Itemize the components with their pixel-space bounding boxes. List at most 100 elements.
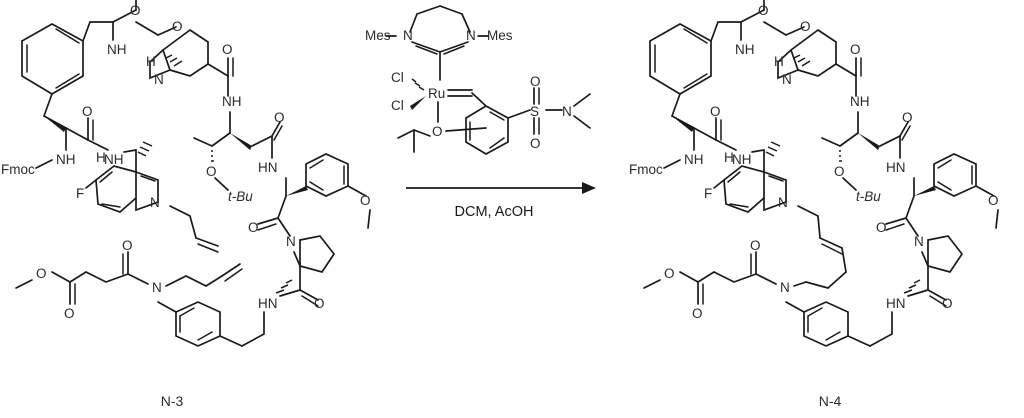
atom-label-nh-amide1-product: NH <box>735 42 755 57</box>
proline-product: N O HN <box>886 234 964 311</box>
bond-cb-me-thr-product <box>821 137 841 147</box>
atom-label-fmoc-reactant: Fmoc <box>1 162 35 177</box>
tyrosine-product: O O <box>876 153 999 237</box>
atom-label-mes-left-catalyst: Mes <box>365 28 391 43</box>
product-structure: NH O O H N O NH O t-Bu <box>629 0 999 409</box>
catalyst-structure: N N Mes Mes Ru Cl Cl O S <box>365 5 591 155</box>
succinyl-ester-reactant: N O O O <box>15 238 243 321</box>
reaction-conditions-label: DCM, AcOH <box>455 204 534 220</box>
atom-label-fmoc-product: Fmoc <box>629 162 663 177</box>
atom-label-n-left-catalyst: N <box>403 28 413 43</box>
bicyclic-ring-reactant: H N <box>146 28 209 87</box>
product-compound-label: N-4 <box>819 393 842 409</box>
atom-label-o-amide5-reactant: O <box>314 296 325 311</box>
phenyl-ring-product <box>649 23 712 95</box>
reactant-structure: NH O O H N O NH O t-Bu <box>1 0 371 409</box>
atom-label-nh3-reactant: NH <box>222 94 242 109</box>
n-allyl-reactant <box>169 205 219 253</box>
bond-o-tbu-product <box>842 177 857 191</box>
fmoc-group-reactant: NH Fmoc O NH <box>1 93 153 177</box>
atom-label-n-proline-product: N <box>914 234 924 249</box>
bond-ring-co-product <box>835 63 857 77</box>
atom-label-o-tbu-product: O <box>834 164 845 179</box>
atom-label-ru-catalyst: Ru <box>428 86 445 101</box>
atom-label-n-indole-product: N <box>778 195 788 210</box>
atom-label-s-catalyst: S <box>530 104 539 119</box>
atom-label-n-indole-reactant: N <box>150 195 160 210</box>
proline-reactant: N O HN <box>258 234 336 311</box>
atom-label-hn4-reactant: HN <box>258 160 278 175</box>
bond-cb-me-thr-reactant <box>193 137 213 147</box>
atom-label-o-ketone1-product: O <box>758 3 769 18</box>
atom-label-o-ketone2-product: O <box>850 42 861 57</box>
aryl-linker-reactant <box>157 301 265 347</box>
atom-label-tbu-reactant: t-Bu <box>228 189 253 204</box>
indole-reactant: H N F <box>76 149 160 213</box>
atom-label-o-ketone3-product: O <box>902 110 913 125</box>
bond-co-ch2-reactant <box>135 21 159 36</box>
atom-label-n-right-catalyst: N <box>466 28 476 43</box>
atom-label-n-sulfonamide-catalyst: N <box>562 104 572 119</box>
atom-label-o-ester1-product: O <box>664 266 675 281</box>
reactant-compound-label: N-3 <box>161 393 184 409</box>
atom-label-nh-link-reactant: NH <box>104 152 124 167</box>
atom-label-o-sulfonyl-bottom-catalyst: O <box>530 136 541 151</box>
atom-label-h-stereo-product: H <box>774 54 784 69</box>
atom-label-f-reactant: F <box>76 186 84 201</box>
atom-label-h-stereo-reactant: H <box>146 54 156 69</box>
benzyl-linker-reactant <box>82 21 114 42</box>
atom-label-o-amide5-product: O <box>942 296 953 311</box>
reaction-arrow <box>406 182 596 194</box>
bond-n-co-product <box>740 9 765 23</box>
atom-label-o-amide-reactant: O <box>82 104 93 119</box>
bond-o-tbu-reactant <box>214 177 229 191</box>
atom-label-tbu-product: t-Bu <box>856 189 881 204</box>
atom-label-o-ester2-product: O <box>692 306 703 321</box>
atom-label-n-ring-reactant: N <box>154 72 164 87</box>
atom-label-o-tbu-reactant: O <box>206 164 217 179</box>
atom-label-n-ring-product: N <box>782 72 792 87</box>
atom-label-o-chelate-catalyst: O <box>432 124 443 139</box>
bond-n-co-reactant <box>112 9 137 23</box>
phenyl-ring-reactant <box>21 23 84 95</box>
bicyclic-ring-product: H N <box>774 28 837 87</box>
benzyl-linker-product <box>710 21 742 42</box>
atom-label-o-methoxy-reactant: O <box>360 193 371 208</box>
atom-label-cl-bottom-catalyst: Cl <box>391 98 404 113</box>
atom-label-o-amide6-product: O <box>750 238 761 253</box>
atom-label-o-ester2-reactant: O <box>64 306 75 321</box>
atom-label-f-product: F <box>704 186 712 201</box>
atom-label-mes-right-catalyst: Mes <box>487 28 513 43</box>
atom-label-o-amide-product: O <box>710 104 721 119</box>
succinyl-ester-product: N O O O <box>643 238 790 321</box>
fmoc-group-product: NH Fmoc O NH <box>629 93 781 177</box>
atom-label-hn4-product: HN <box>886 160 906 175</box>
thr-carbonyl-product: O HN <box>858 110 913 175</box>
atom-label-cl-top-catalyst: Cl <box>391 70 404 85</box>
bond-ch2-o-reactant <box>157 26 177 36</box>
bond-ca-cb-thr-product <box>839 132 859 147</box>
atom-label-h-indole-product: H <box>724 150 734 165</box>
aryl-linker-product <box>785 301 893 347</box>
atom-label-h-indole-reactant: H <box>96 150 106 165</box>
atom-label-o-ether-ring-reactant: O <box>172 19 183 34</box>
atom-label-nh1-fmoc-product: NH <box>684 152 704 167</box>
bond-ch2-o-product <box>785 26 805 36</box>
atom-label-o-ketone4-product: O <box>876 220 887 235</box>
atom-label-nh3-product: NH <box>850 94 870 109</box>
atom-label-o-ketone1-reactant: O <box>130 3 141 18</box>
atom-label-nh-link-product: NH <box>732 152 752 167</box>
atom-label-n-tertiary-product: N <box>780 280 790 295</box>
atom-label-o-sulfonyl-top-catalyst: O <box>530 74 541 89</box>
atom-label-hn5-reactant: HN <box>258 296 278 311</box>
atom-label-n-tertiary-reactant: N <box>152 280 162 295</box>
atom-label-o-ketone2-reactant: O <box>222 42 233 57</box>
atom-label-nh-amide1-reactant: NH <box>107 42 127 57</box>
atom-label-o-amide6-reactant: O <box>122 238 133 253</box>
atom-label-n-proline-reactant: N <box>286 234 296 249</box>
thr-carbonyl-reactant: O HN <box>230 110 285 175</box>
atom-label-o-ether-ring-product: O <box>800 19 811 34</box>
atom-label-hn5-product: HN <box>886 296 906 311</box>
atom-label-o-ketone3-reactant: O <box>274 110 285 125</box>
